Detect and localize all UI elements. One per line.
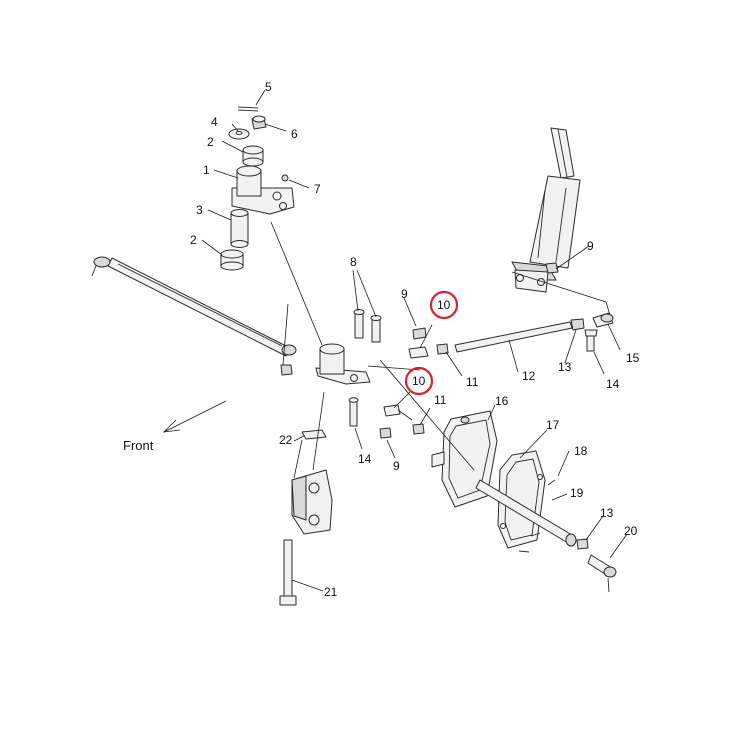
highlight-rings bbox=[404, 290, 459, 396]
callout-12: 12 bbox=[522, 369, 536, 383]
callout-2-top: 2 bbox=[207, 135, 214, 149]
lower-bracket bbox=[279, 429, 333, 606]
callout-labels: 5 4 6 2 1 7 3 2 8 9 9 10 10 11 11 12 13 … bbox=[190, 80, 640, 599]
lower-pivot-arm bbox=[315, 309, 449, 439]
highlight-ring-lower bbox=[404, 366, 434, 396]
callout-9-lower: 9 bbox=[393, 459, 400, 473]
callout-5: 5 bbox=[265, 80, 272, 94]
left-tie-rod bbox=[91, 256, 297, 376]
callout-8: 8 bbox=[350, 255, 357, 269]
highlight-ring-upper bbox=[429, 290, 459, 320]
callout-9-column: 9 bbox=[587, 239, 594, 253]
steering-column bbox=[511, 127, 581, 293]
upper-pivot-assembly bbox=[220, 106, 295, 271]
callout-6: 6 bbox=[291, 127, 298, 141]
callout-11-lower: 11 bbox=[434, 393, 447, 407]
right-tie-rod bbox=[454, 312, 614, 353]
callout-16: 16 bbox=[495, 394, 509, 408]
front-direction-indicator: Front bbox=[123, 400, 227, 453]
callout-2-bottom: 2 bbox=[190, 233, 197, 247]
callout-22: 22 bbox=[279, 433, 293, 447]
callout-11-upper: 11 bbox=[466, 375, 479, 389]
callout-15: 15 bbox=[626, 351, 640, 365]
callout-1: 1 bbox=[203, 163, 210, 177]
callout-17: 17 bbox=[546, 418, 560, 432]
callout-14-center: 14 bbox=[358, 452, 372, 466]
callout-9-upper: 9 bbox=[401, 287, 408, 301]
callout-10-lower: 10 bbox=[412, 374, 426, 388]
callout-7: 7 bbox=[314, 182, 321, 196]
front-arrowhead-icon bbox=[162, 419, 181, 433]
front-arrow-shaft bbox=[163, 400, 227, 433]
callout-20: 20 bbox=[624, 524, 638, 538]
callout-18: 18 bbox=[574, 444, 588, 458]
callout-14-right: 14 bbox=[606, 377, 620, 391]
callout-13-lower: 13 bbox=[600, 506, 614, 520]
callout-19: 19 bbox=[570, 486, 584, 500]
callout-13-upper: 13 bbox=[558, 360, 572, 374]
leader-lines bbox=[201, 89, 628, 592]
callout-21: 21 bbox=[324, 585, 338, 599]
callout-4: 4 bbox=[211, 115, 218, 129]
callout-10-upper: 10 bbox=[437, 298, 451, 312]
gearbox-assembly bbox=[431, 410, 617, 593]
callout-3: 3 bbox=[196, 203, 203, 217]
front-label: Front bbox=[123, 438, 154, 453]
